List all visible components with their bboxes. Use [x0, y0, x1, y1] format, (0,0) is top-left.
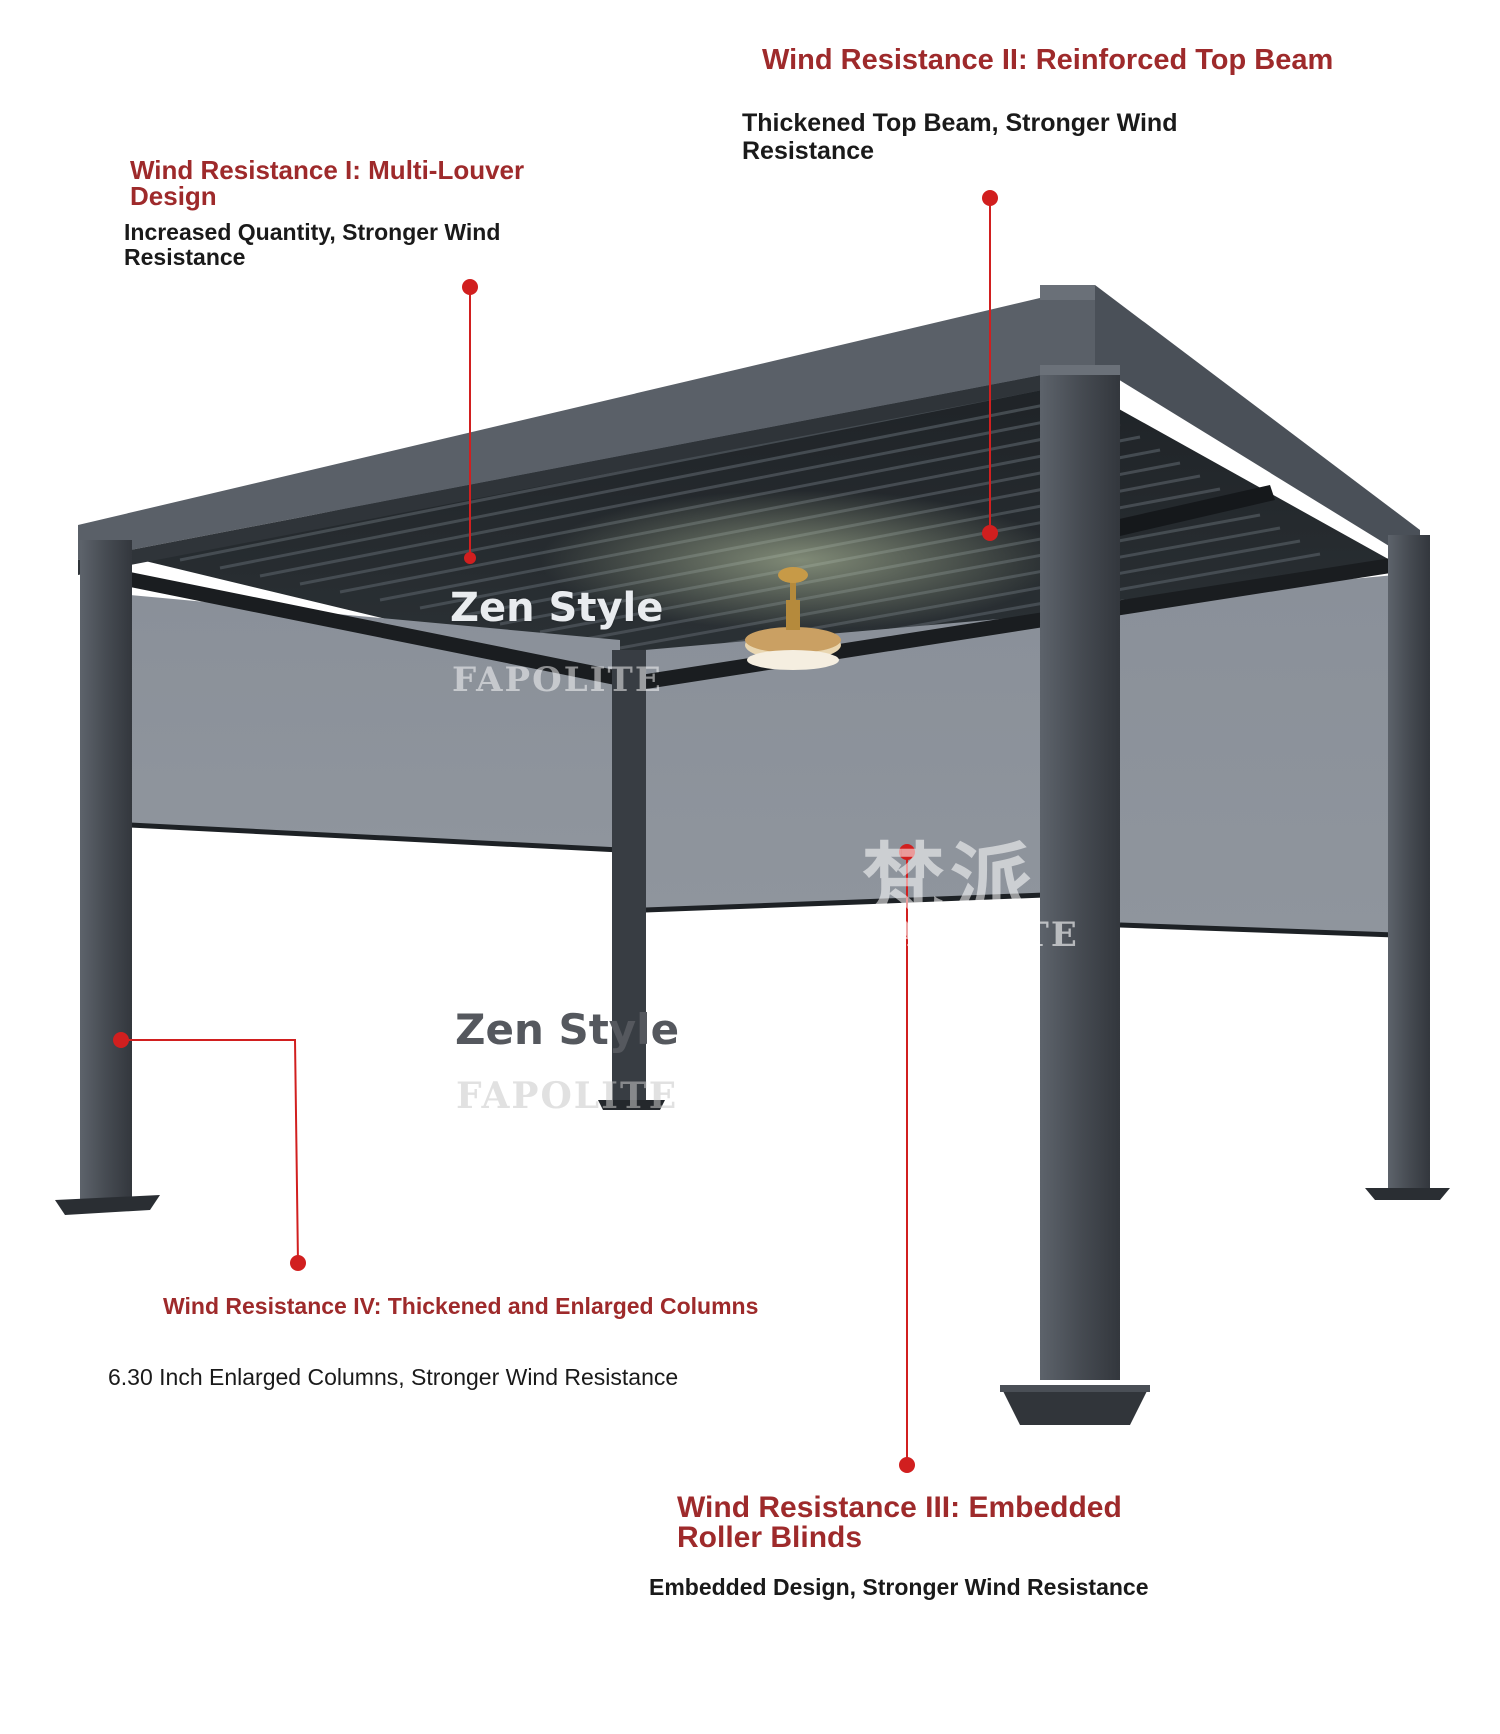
callout-3-desc: Embedded Design, Stronger Wind Resistanc…	[649, 1574, 1149, 1600]
marker-4-column-icon	[113, 1032, 129, 1048]
marker-1-top-icon	[462, 279, 478, 295]
callout-3-title: Wind Resistance III: Embedded Roller Bli…	[677, 1491, 1122, 1554]
callout-1-title: Wind Resistance I: Multi-Louver Design	[130, 155, 525, 211]
watermark-brand-bottom: FAPOLITE	[456, 1075, 679, 1117]
callout-4-desc: 6.30 Inch Enlarged Columns, Stronger Win…	[108, 1364, 679, 1390]
callout-enlarged-columns: Wind Resistance IV: Thickened and Enlarg…	[163, 1295, 763, 1318]
callout-multi-louver: Wind Resistance I: Multi-Louver Design	[130, 157, 560, 209]
leader-lines	[122, 198, 991, 1465]
callout-3-desc-box: Embedded Design, Stronger Wind Resistanc…	[649, 1574, 1169, 1600]
ceiling-fan-light-icon	[745, 567, 841, 670]
marker-1-roof-icon	[464, 552, 476, 564]
callout-2-title: Wind Resistance II: Reinforced Top Beam	[762, 44, 1334, 76]
marker-3-blind-icon	[899, 844, 915, 860]
callout-4-title: Wind Resistance IV: Thickened and Enlarg…	[163, 1293, 759, 1319]
callout-roller-blinds: Wind Resistance III: Embedded Roller Bli…	[677, 1493, 1147, 1553]
watermark-brand-top: FAPOLITE	[452, 660, 663, 700]
callout-2-desc: Thickened Top Beam, Stronger Wind Resist…	[742, 109, 1178, 165]
callout-reinforced-beam: Wind Resistance II: Reinforced Top Beam	[762, 46, 1382, 75]
marker-2-beam-icon	[982, 525, 998, 541]
watermark-zen-style-bottom: Zen Style	[455, 1005, 680, 1054]
marker-2-top-icon	[982, 190, 998, 206]
marker-4-bottom-icon	[290, 1255, 306, 1271]
callout-1-desc-box: Increased Quantity, Stronger Wind Resist…	[124, 219, 524, 271]
callout-2-desc-box: Thickened Top Beam, Stronger Wind Resist…	[742, 109, 1212, 165]
marker-3-bottom-icon	[899, 1457, 915, 1473]
watermark-zen-style-top: Zen Style	[450, 585, 664, 631]
watermark-brand-cn: 梵派	[862, 834, 1039, 930]
callout-1-desc: Increased Quantity, Stronger Wind Resist…	[124, 219, 501, 271]
columns	[55, 365, 1450, 1425]
callout-4-desc-box: 6.30 Inch Enlarged Columns, Stronger Win…	[108, 1364, 748, 1390]
watermark-brand-mid: FAPOLITE	[868, 915, 1079, 955]
